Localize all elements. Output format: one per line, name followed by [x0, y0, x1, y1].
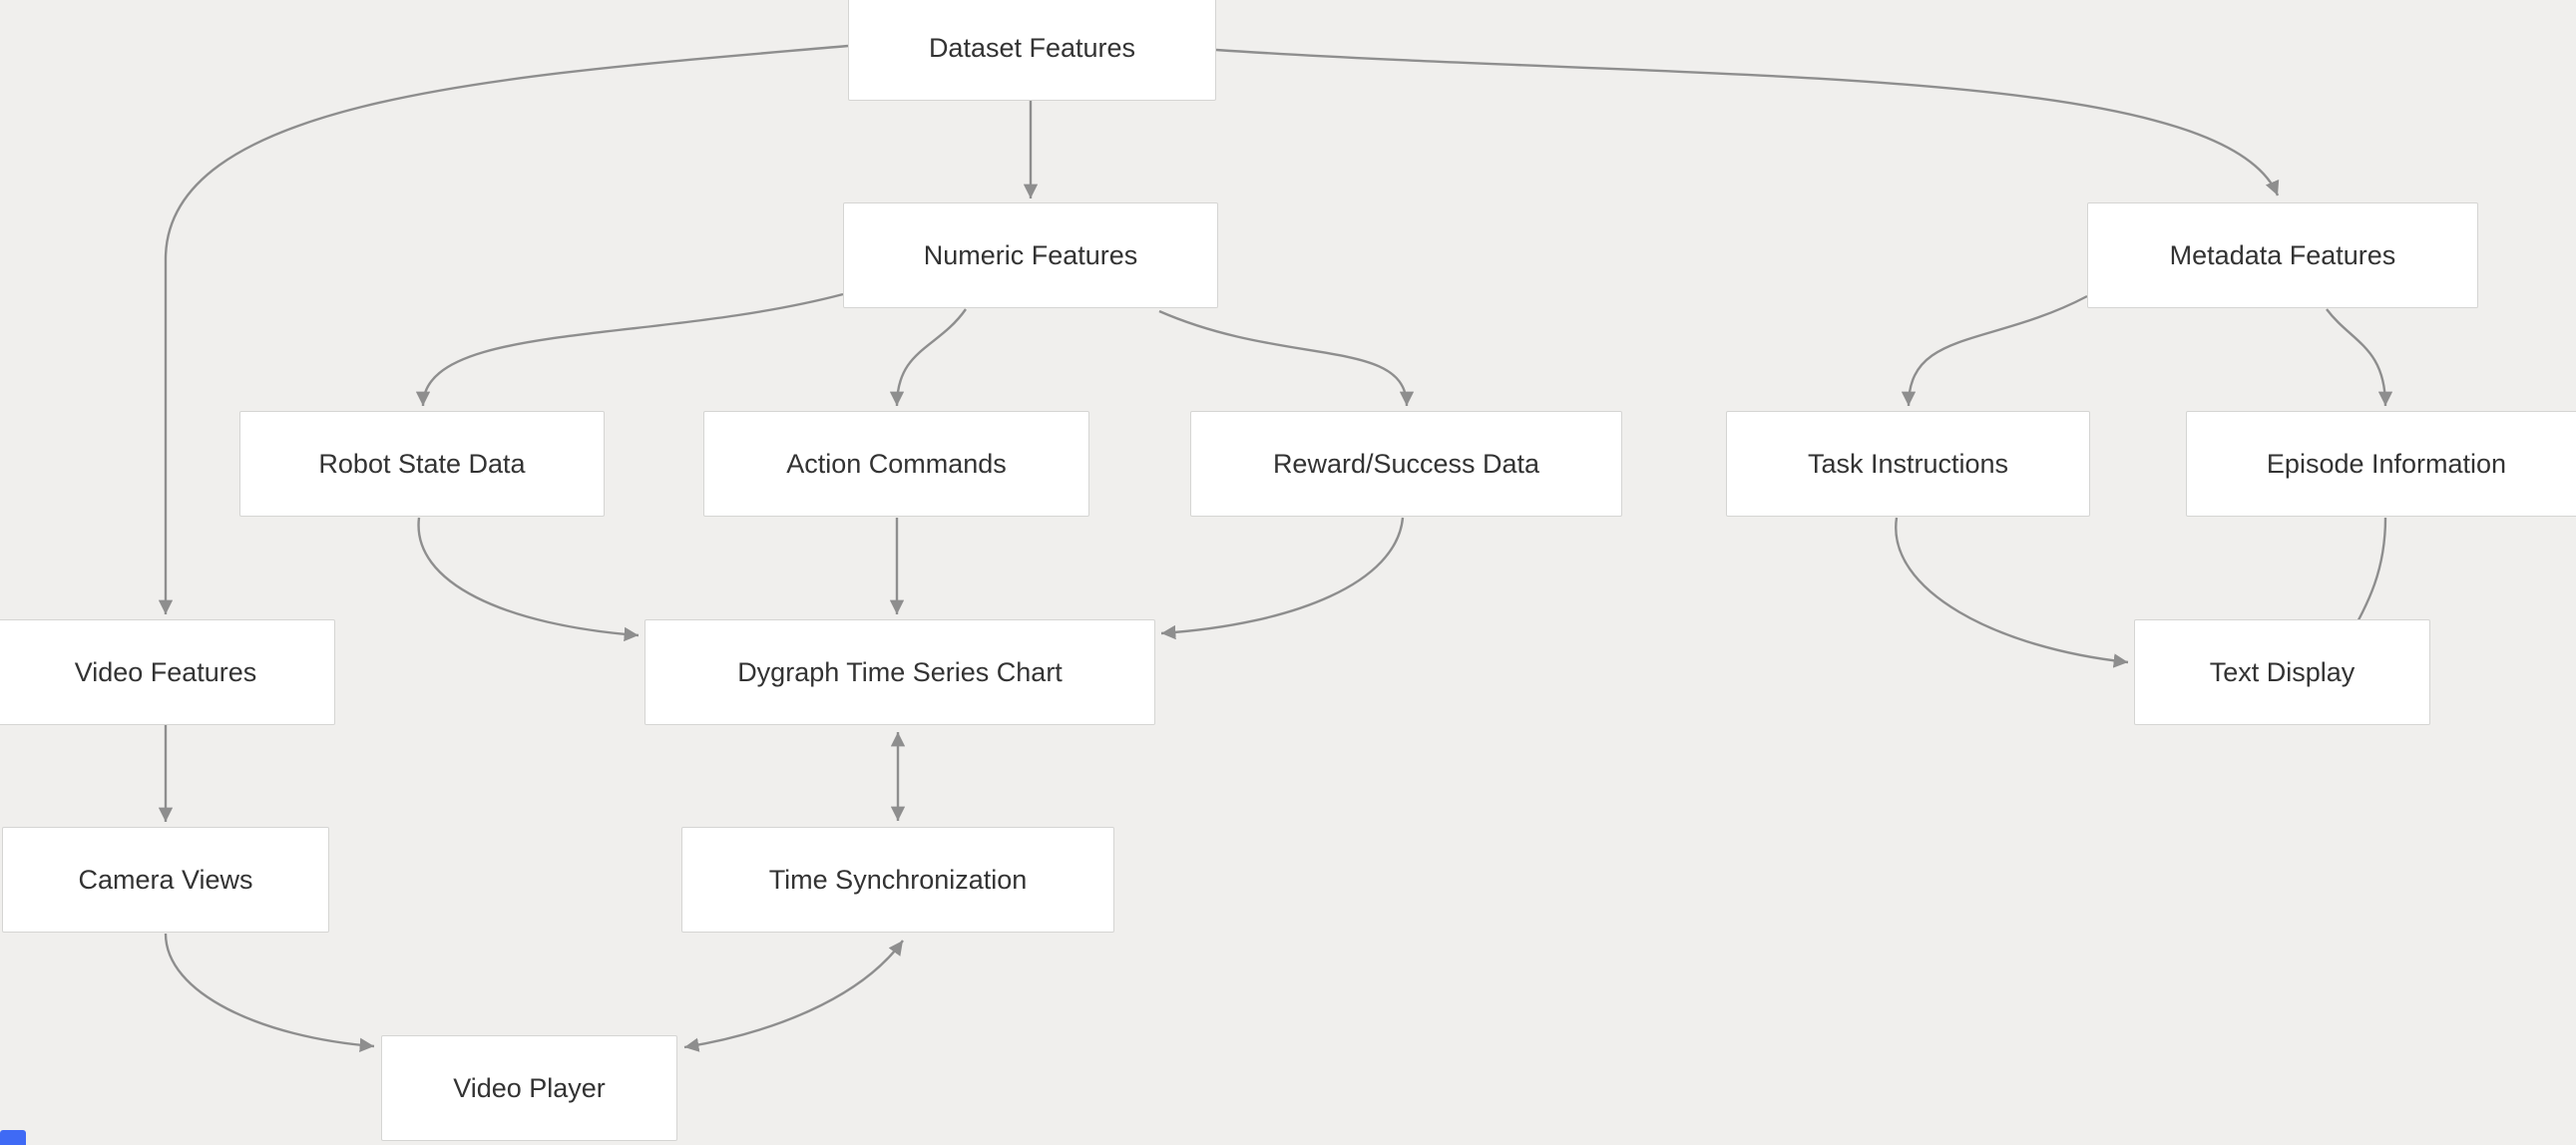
node-video-player: Video Player: [381, 1035, 677, 1141]
node-dataset-features: Dataset Features: [848, 0, 1216, 101]
node-label: Dataset Features: [928, 32, 1136, 63]
edge-numeric-features-to-reward-success-data: [1158, 309, 1415, 407]
node-robot-state-data: Robot State Data: [239, 411, 605, 517]
node-label: Time Synchronization: [768, 864, 1028, 895]
node-label: Numeric Features: [923, 239, 1138, 270]
node-label: Camera Views: [78, 864, 253, 895]
edge-reward-success-data-to-dygraph-time-series-chart: [1160, 517, 1405, 640]
node-episode-information: Episode Information: [2186, 411, 2576, 517]
edge-metadata-features-to-task-instructions: [1901, 294, 2088, 407]
node-label: Action Commands: [786, 448, 1007, 479]
node-camera-views: Camera Views: [2, 827, 329, 933]
node-metadata-features: Metadata Features: [2087, 202, 2478, 308]
edge-group: [158, 44, 2393, 1053]
node-dygraph-time-series-chart: Dygraph Time Series Chart: [644, 619, 1155, 725]
node-text-display: Text Display: [2134, 619, 2430, 725]
edge-dataset-features-to-video-features: [158, 44, 849, 614]
node-label: Video Features: [74, 656, 257, 687]
edge-time-synchronization-to-video-player: [683, 940, 904, 1052]
edge-camera-views-to-video-player: [164, 933, 375, 1053]
node-task-instructions: Task Instructions: [1726, 411, 2090, 517]
node-label: Metadata Features: [2169, 239, 2396, 270]
node-label: Episode Information: [2266, 448, 2507, 479]
node-label: Task Instructions: [1807, 448, 2009, 479]
node-video-features: Video Features: [0, 619, 335, 725]
node-numeric-features: Numeric Features: [843, 202, 1218, 308]
edge-numeric-features-to-action-commands: [889, 308, 967, 407]
node-label: Text Display: [2209, 656, 2356, 687]
edge-task-instructions-to-text-display: [1895, 517, 2129, 668]
node-time-synchronization: Time Synchronization: [681, 827, 1114, 933]
edge-dataset-features-to-metadata-features: [1215, 48, 2280, 196]
node-label: Video Player: [453, 1072, 606, 1103]
edge-robot-state-data-to-dygraph-time-series-chart: [417, 517, 640, 642]
node-action-commands: Action Commands: [703, 411, 1089, 517]
corner-badge[interactable]: [0, 1130, 26, 1145]
node-label: Dygraph Time Series Chart: [737, 656, 1063, 687]
node-label: Reward/Success Data: [1272, 448, 1540, 479]
edge-numeric-features-to-robot-state-data: [415, 292, 844, 407]
node-reward-success-data: Reward/Success Data: [1190, 411, 1622, 517]
node-label: Robot State Data: [318, 448, 526, 479]
edge-metadata-features-to-episode-information: [2326, 308, 2393, 407]
